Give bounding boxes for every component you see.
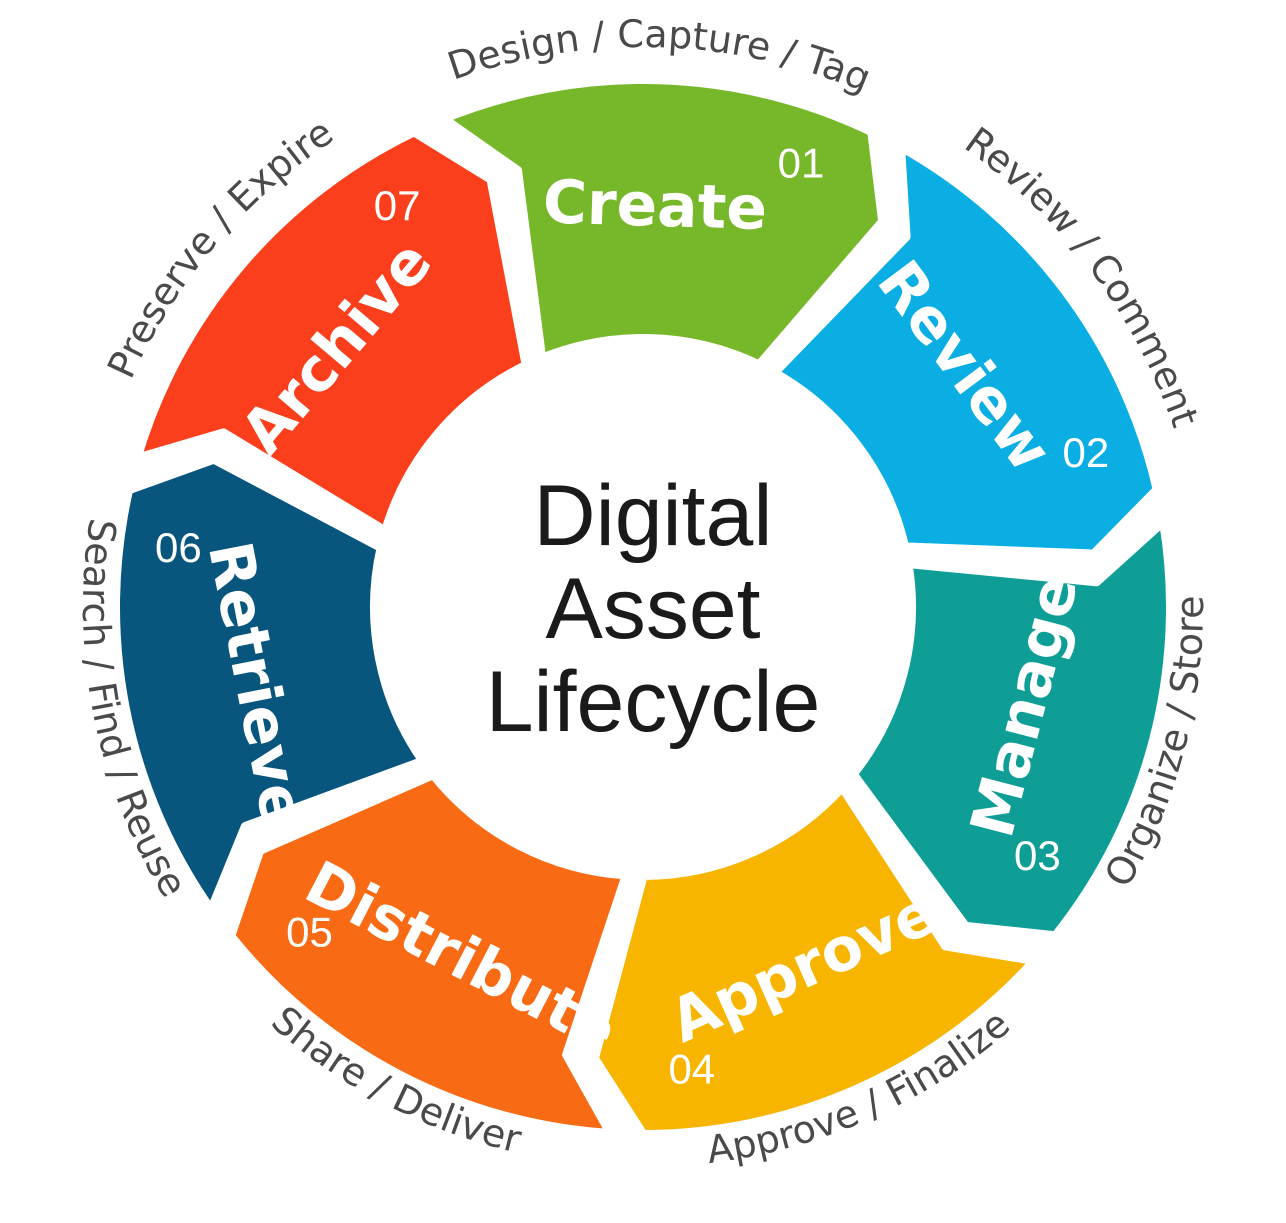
segment-distribute[interactable]: Distribute 05: [225, 769, 633, 1140]
segment-archive-shape[interactable]: [131, 126, 532, 537]
segment-create-shape[interactable]: [437, 74, 889, 371]
segment-review-number: 02: [1063, 429, 1110, 476]
center-title-line1: Digital: [534, 468, 773, 564]
segment-distribute-number: 05: [286, 908, 333, 955]
segment-archive[interactable]: Archive 07: [131, 126, 532, 537]
segment-create[interactable]: Create 01: [437, 74, 889, 371]
center-title-line3: Lifecycle: [486, 654, 821, 750]
segment-approve[interactable]: Approve 04: [588, 781, 1041, 1140]
segment-retrieve-shape[interactable]: [110, 453, 429, 917]
segment-review[interactable]: Review 02: [768, 140, 1163, 560]
segment-create-number: 01: [778, 140, 825, 187]
segment-approve-number: 04: [668, 1046, 715, 1093]
segment-retrieve-number: 06: [155, 524, 202, 571]
segment-create-title: Create: [542, 167, 768, 244]
segment-manage-number: 03: [1014, 832, 1061, 879]
center-title-line2: Asset: [545, 561, 760, 657]
segment-review-shape[interactable]: [768, 140, 1163, 560]
segment-distribute-shape[interactable]: [225, 769, 633, 1140]
center-title: Digital Asset Lifecycle: [486, 468, 821, 750]
segment-manage-shape[interactable]: [847, 515, 1176, 942]
segment-archive-number: 07: [374, 182, 421, 229]
segment-manage[interactable]: Manage 03: [847, 515, 1176, 942]
segment-retrieve[interactable]: Retrieve 06: [110, 453, 429, 917]
segment-approve-shape[interactable]: [588, 781, 1041, 1140]
